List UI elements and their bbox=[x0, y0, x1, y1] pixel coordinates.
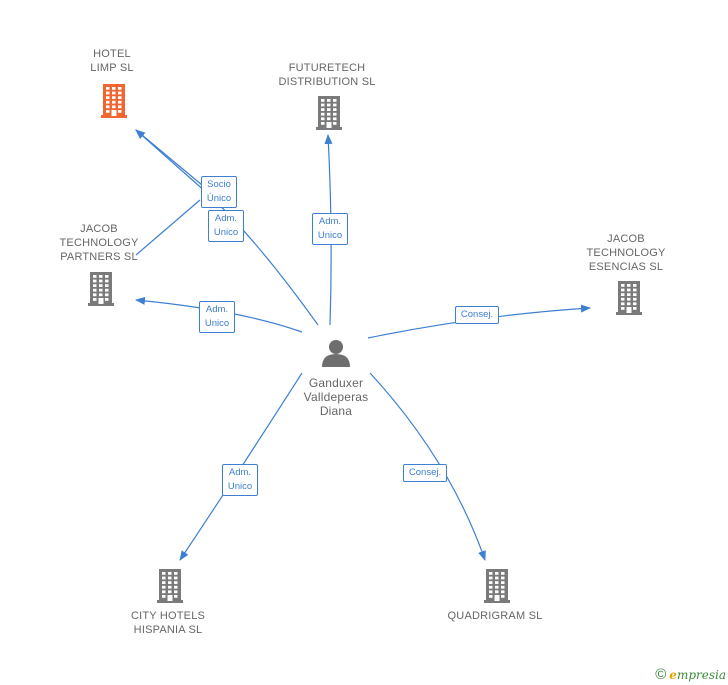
futuretech-building-icon bbox=[316, 96, 342, 130]
rel-adm-unico-futuretech-label-line: Adm. bbox=[318, 216, 342, 227]
rel-adm-unico-city-label-line: Adm. bbox=[228, 467, 252, 478]
rel-consej-esencias-label[interactable]: Consej. bbox=[454, 306, 500, 324]
quadrigram-label-line: QUADRIGRAM SL bbox=[447, 610, 543, 622]
futuretech-label: FUTURETECH DISTRIBUTION SL bbox=[272, 61, 382, 89]
copyright-symbol: © bbox=[655, 666, 667, 683]
jacob-esencias-label-line: TECHNOLOGY bbox=[586, 247, 666, 259]
jacob-esencias-building-icon bbox=[616, 281, 642, 315]
rel-adm-unico-partners-label-line: Unico bbox=[204, 318, 230, 329]
rel-adm-unico-hotel-label-line: Unico bbox=[213, 227, 239, 238]
person-label-line: Diana bbox=[319, 404, 353, 418]
jacob-esencias-label: JACOB TECHNOLOGY ESENCIAS SL bbox=[576, 232, 676, 274]
city-hotels-label-line: HISPANIA SL bbox=[133, 624, 203, 636]
rel-adm-unico-partners-label[interactable]: Adm. Unico bbox=[198, 301, 236, 333]
jacob-partners-label: JACOB TECHNOLOGY PARTNERS SL bbox=[49, 222, 149, 264]
city-hotels-label-line: CITY HOTELS bbox=[130, 610, 206, 622]
rel-adm-unico-hotel-label[interactable]: Adm. Unico bbox=[207, 210, 245, 242]
city-hotels-label: CITY HOTELS HISPANIA SL bbox=[118, 609, 218, 637]
rel-socio-unico-label-line: Único bbox=[206, 193, 232, 204]
rel-adm-unico-futuretech-label-line: Unico bbox=[317, 230, 343, 241]
jacob-partners-label-line: TECHNOLOGY bbox=[59, 237, 139, 249]
jacob-esencias-label-line: JACOB bbox=[607, 233, 645, 245]
person-label-line: Valldeperas bbox=[303, 390, 369, 404]
futuretech-label-line: FUTURETECH bbox=[288, 62, 366, 74]
hotel-limp-label-line: HOTEL bbox=[93, 48, 131, 60]
hotel-limp-label: HOTEL LIMP SL bbox=[72, 47, 152, 75]
rel-consej-quadrigram-edge bbox=[369, 372, 486, 561]
person-icon bbox=[322, 340, 350, 367]
rel-adm-unico-futuretech-label[interactable]: Adm. Unico bbox=[311, 213, 349, 245]
rel-consej-quadrigram-label[interactable]: Consej. bbox=[402, 464, 448, 482]
rel-adm-unico-partners-label-line: Adm. bbox=[205, 304, 229, 315]
jacob-partners-label-line: JACOB bbox=[80, 223, 118, 235]
jacob-partners-label-line: PARTNERS SL bbox=[60, 251, 138, 263]
quadrigram-label: QUADRIGRAM SL bbox=[445, 609, 545, 623]
city-hotels-building-icon bbox=[157, 569, 183, 603]
rel-socio-unico-label-line: Socio bbox=[207, 179, 231, 190]
rel-consej-esencias-label-line: Consej. bbox=[460, 309, 494, 320]
brand-name: mpresia bbox=[676, 667, 726, 682]
rel-consej-quadrigram-label-line: Consej. bbox=[408, 467, 442, 478]
rel-adm-unico-city-label-line: Unico bbox=[227, 481, 253, 492]
jacob-esencias-label-line: ESENCIAS SL bbox=[588, 261, 664, 273]
person-label-line: Ganduxer bbox=[308, 376, 364, 390]
rel-adm-unico-city-label[interactable]: Adm. Unico bbox=[221, 464, 259, 496]
hotel-limp-label-line: LIMP SL bbox=[90, 62, 134, 74]
quadrigram-building-icon bbox=[484, 569, 510, 603]
futuretech-label-line: DISTRIBUTION SL bbox=[278, 76, 376, 88]
rel-adm-unico-hotel-label-line: Adm. bbox=[214, 213, 238, 224]
brand-initial: e bbox=[669, 667, 677, 682]
footer-brand: © e mpresia bbox=[655, 666, 726, 683]
hotel-limp-building-icon bbox=[101, 84, 127, 118]
jacob-partners-building-icon bbox=[88, 272, 114, 306]
